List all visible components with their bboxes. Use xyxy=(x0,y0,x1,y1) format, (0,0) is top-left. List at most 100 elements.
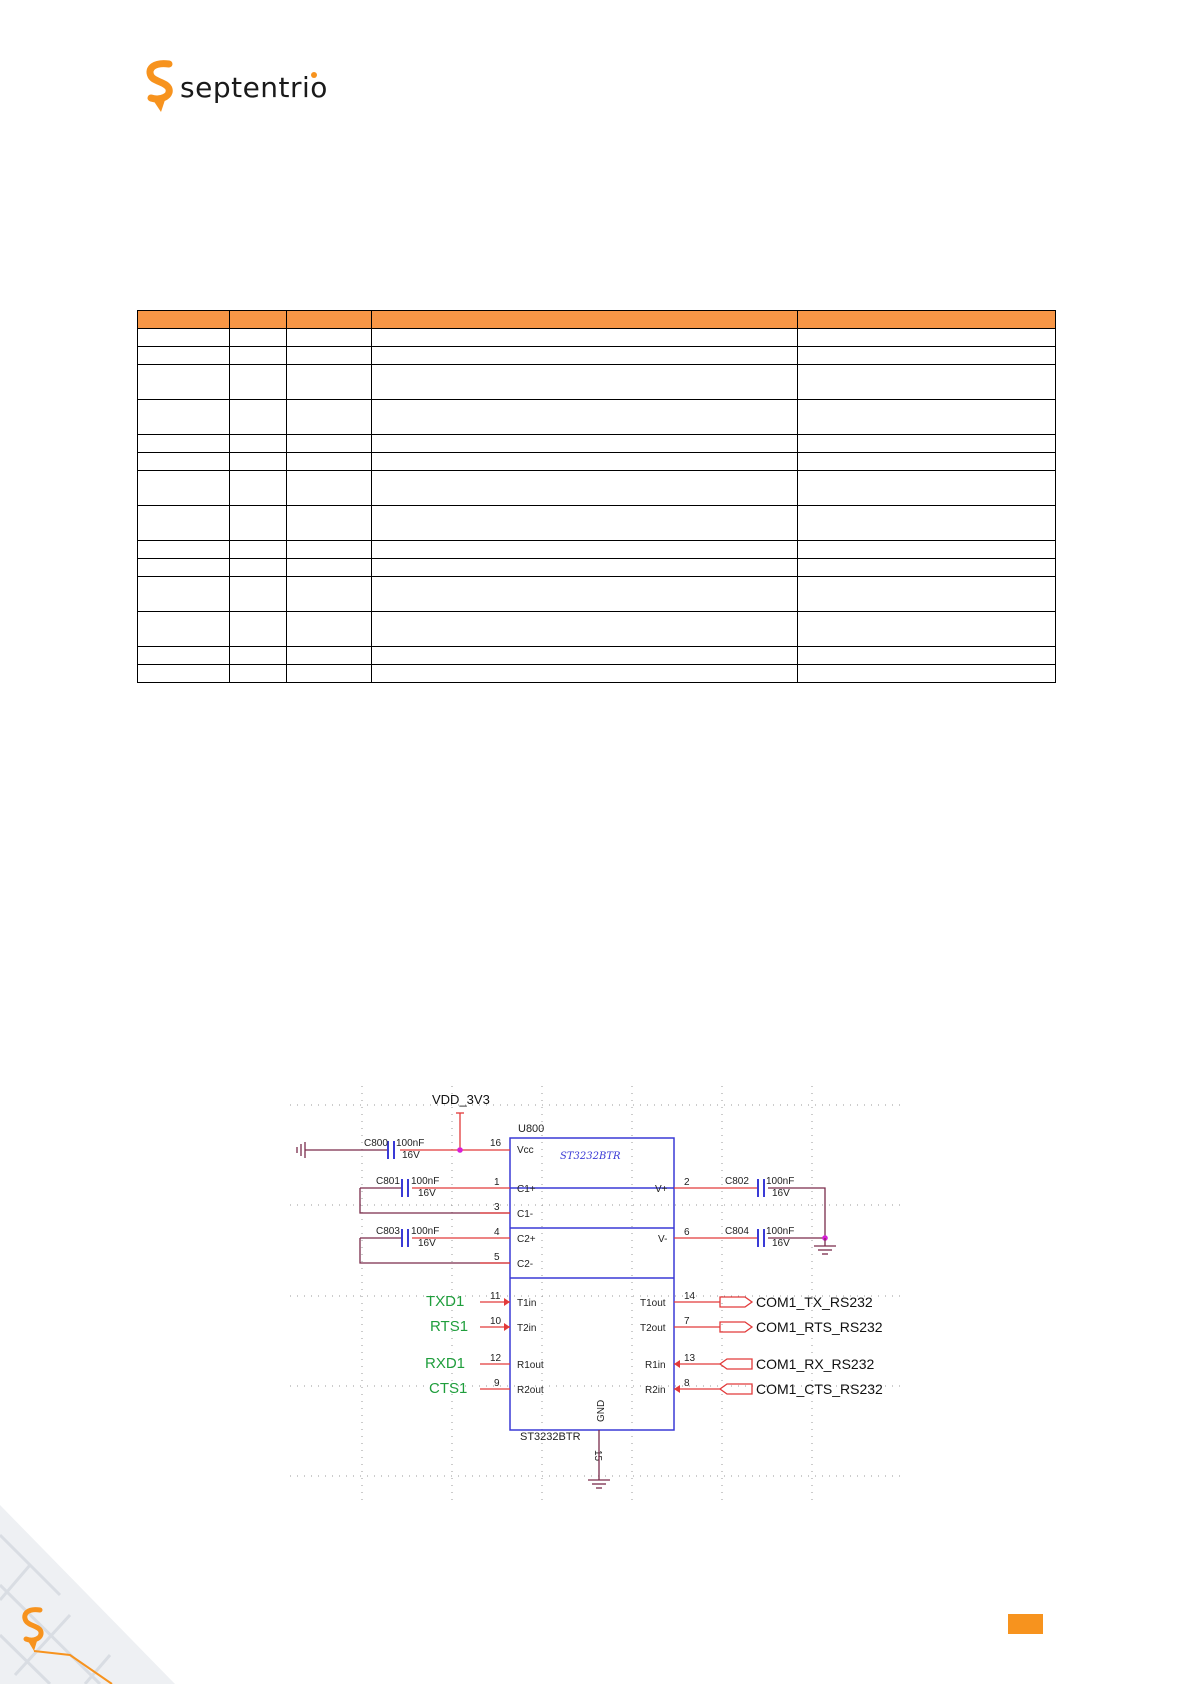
net-rxd1: RXD1 xyxy=(425,1355,465,1372)
net-com1-rx: COM1_RX_RS232 xyxy=(756,1356,874,1372)
table-cell xyxy=(286,470,372,506)
cap-ref: C802 xyxy=(725,1176,749,1187)
pin-num-t2in: 10 xyxy=(490,1316,502,1327)
pin-num-r1in: 13 xyxy=(684,1353,696,1364)
pin-label-t1out: T1out xyxy=(640,1298,666,1309)
footer-logo-mark-icon xyxy=(22,1607,44,1651)
capacitor-c801: C801 100nF 16V xyxy=(376,1176,439,1199)
table-cell xyxy=(286,346,372,365)
pin-label-t2out: T2out xyxy=(640,1323,666,1334)
pin-num-c2p: 4 xyxy=(494,1227,500,1238)
pin-label-t2in: T2in xyxy=(517,1323,536,1334)
pin-num-t1in: 11 xyxy=(490,1291,501,1302)
table-cell xyxy=(229,328,287,347)
table-cell xyxy=(286,399,372,435)
logo-mark-icon xyxy=(146,60,173,112)
table-cell xyxy=(229,434,287,453)
table-cell xyxy=(371,346,798,365)
cap-voltage: 16V xyxy=(772,1238,790,1249)
table-cell xyxy=(797,399,1056,435)
table-row xyxy=(137,399,1056,435)
pin-num-c2m: 5 xyxy=(494,1252,500,1263)
table-cell xyxy=(286,576,372,612)
table-cell xyxy=(797,328,1056,347)
table-row xyxy=(137,434,1056,453)
table-row xyxy=(137,452,1056,471)
table-cell xyxy=(137,434,230,453)
table-header-cell xyxy=(371,310,798,329)
table-header-cell xyxy=(137,310,230,329)
cap-ref: C801 xyxy=(376,1176,400,1187)
net-txd1: TXD1 xyxy=(426,1293,464,1310)
power-net-label: VDD_3V3 xyxy=(432,1092,490,1107)
cap-voltage: 16V xyxy=(772,1188,790,1199)
table-row xyxy=(137,346,1056,365)
table-cell xyxy=(797,611,1056,647)
table-cell xyxy=(371,540,798,559)
table-cell xyxy=(797,540,1056,559)
junction-dot xyxy=(457,1147,463,1153)
table-header-cell xyxy=(286,310,372,329)
ground-icon xyxy=(588,1479,610,1489)
table-cell xyxy=(229,399,287,435)
table-cell xyxy=(797,434,1056,453)
table-cell xyxy=(229,346,287,365)
table-cell xyxy=(797,576,1056,612)
cap-value: 100nF xyxy=(411,1226,439,1237)
pin-label-r1in: R1in xyxy=(645,1360,666,1371)
pin-num-c1p: 1 xyxy=(494,1177,500,1188)
cap-value: 100nF xyxy=(766,1176,794,1187)
pin-table xyxy=(137,310,1056,683)
table-row xyxy=(137,646,1056,665)
logo-wordmark: septentrio xyxy=(180,71,328,104)
page-number-badge xyxy=(1008,1614,1043,1634)
table-cell xyxy=(371,470,798,506)
cap-ref: C800 xyxy=(364,1138,388,1149)
pin-num-c1m: 3 xyxy=(494,1202,500,1213)
table-cell xyxy=(797,346,1056,365)
footer-map-decoration xyxy=(0,1505,175,1684)
table-row xyxy=(137,470,1056,506)
capacitor-c802: C802 100nF 16V xyxy=(725,1176,794,1199)
table-cell xyxy=(371,434,798,453)
table-cell xyxy=(371,664,798,683)
table-cell xyxy=(797,505,1056,541)
table-header-row xyxy=(137,310,1056,329)
table-cell xyxy=(137,399,230,435)
pin-label-r2out: R2out xyxy=(517,1385,544,1396)
table-cell xyxy=(229,664,287,683)
net-com1-tx: COM1_TX_RS232 xyxy=(756,1294,873,1310)
table-cell xyxy=(137,470,230,506)
pin-num-r1out: 12 xyxy=(490,1353,502,1364)
net-rts1: RTS1 xyxy=(430,1318,468,1335)
table-cell xyxy=(797,470,1056,506)
cap-value: 100nF xyxy=(411,1176,439,1187)
table-cell xyxy=(286,328,372,347)
table-cell xyxy=(797,664,1056,683)
table-header-cell xyxy=(797,310,1056,329)
table-row xyxy=(137,540,1056,559)
table-cell xyxy=(371,452,798,471)
table-cell xyxy=(371,611,798,647)
table-cell xyxy=(229,611,287,647)
table-cell xyxy=(137,611,230,647)
table-cell xyxy=(229,576,287,612)
table-row xyxy=(137,664,1056,683)
pin-label-c2p: C2+ xyxy=(517,1234,536,1245)
table-cell xyxy=(229,470,287,506)
pin-label-t1in: T1in xyxy=(517,1298,536,1309)
table-cell xyxy=(371,558,798,577)
pin-num-vplus: 2 xyxy=(684,1177,690,1188)
net-com1-rts: COM1_RTS_RS232 xyxy=(756,1319,883,1335)
table-cell xyxy=(797,558,1056,577)
table-cell xyxy=(229,505,287,541)
pin-label-r1out: R1out xyxy=(517,1360,544,1371)
ic-reference: U800 xyxy=(518,1123,544,1135)
pin-label-vcc: Vcc xyxy=(517,1145,534,1156)
capacitor-c804: C804 100nF 16V xyxy=(725,1226,794,1249)
pin-label-gnd: GND xyxy=(596,1400,607,1422)
table-cell xyxy=(229,540,287,559)
ic-part-label: ST3232BTR xyxy=(560,1151,621,1162)
table-row xyxy=(137,611,1056,647)
pin-num-vcc: 16 xyxy=(490,1138,502,1149)
